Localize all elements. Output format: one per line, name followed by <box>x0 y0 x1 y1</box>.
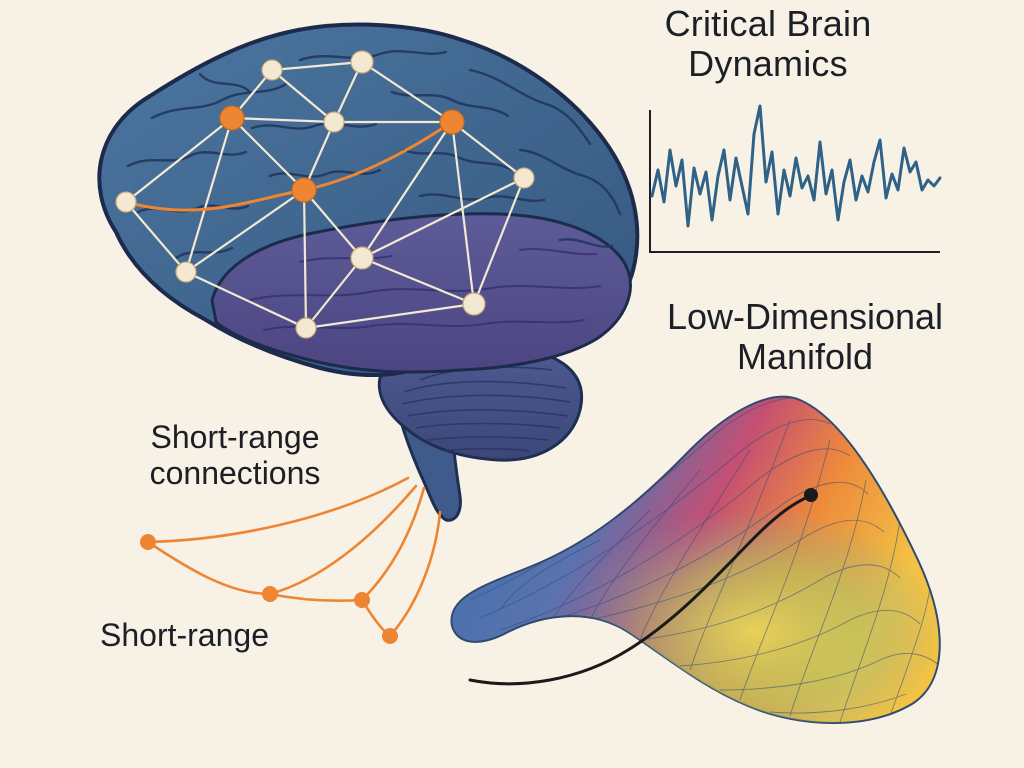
network-nodes <box>115 50 535 339</box>
short-range-node <box>140 534 156 550</box>
title-line: Manifold <box>736 336 874 378</box>
network-node <box>115 191 137 213</box>
hub-node <box>439 109 465 135</box>
network-node <box>350 246 374 270</box>
hub-node <box>291 177 317 203</box>
manifold-surface <box>450 395 941 724</box>
title-line: Critical Brain <box>664 3 872 44</box>
title-low-dimensional-manifold: Low-Dimensional Manifold <box>620 296 990 378</box>
manifold-trajectory <box>468 494 812 686</box>
label-line: connections <box>149 454 321 491</box>
label-short-range: Short-range <box>100 617 269 653</box>
label-short-range-connections: Short-range connections <box>104 419 366 492</box>
network-node <box>295 317 317 339</box>
short-range-node <box>262 586 278 602</box>
network-node <box>513 167 535 189</box>
network-graph <box>115 50 535 339</box>
title-line: Dynamics <box>688 43 848 85</box>
label-line: Short-range <box>150 419 320 455</box>
network-node <box>175 261 197 283</box>
cerebellum-folds <box>401 366 571 452</box>
network-node <box>350 50 374 74</box>
short-range-node <box>382 628 398 644</box>
manifold-grid <box>469 397 940 723</box>
network-node <box>261 59 283 81</box>
hub-node <box>219 105 245 131</box>
network-edges <box>124 60 526 330</box>
signal-trace <box>649 104 942 253</box>
signal-waveform <box>650 104 942 228</box>
title-critical-brain-dynamics: Critical Brain Dynamics <box>598 3 938 85</box>
trajectory-endpoint <box>804 488 818 502</box>
network-node <box>462 292 486 316</box>
short-range-network <box>140 476 442 644</box>
title-line: Low-Dimensional <box>666 296 944 337</box>
signal-axes <box>649 110 940 253</box>
network-node <box>323 111 345 133</box>
short-range-node <box>354 592 370 608</box>
